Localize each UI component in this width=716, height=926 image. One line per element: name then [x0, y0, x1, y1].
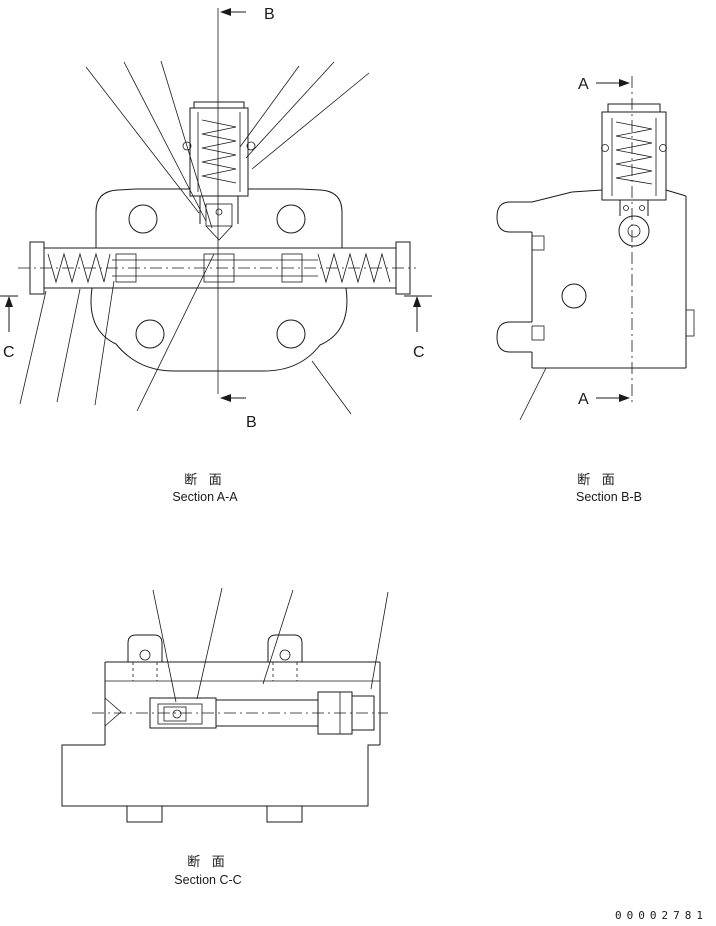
valve-eye-inner — [627, 224, 641, 238]
mount-ear-upper — [496, 201, 532, 233]
section-aa-caption-en: Section A-A — [172, 490, 238, 504]
section-bb-arrow-a-bottom — [596, 394, 630, 402]
cut-label-c-right: C — [413, 344, 425, 361]
section-bb-caption-cjk: 断 面 — [577, 472, 619, 487]
section-aa-leaders-upper — [85, 60, 370, 229]
mount-ear-lower — [496, 321, 532, 353]
cut-label-b-bottom: B — [246, 414, 257, 431]
top-lug-right — [267, 634, 303, 662]
top-lug-left — [127, 634, 163, 662]
section-aa-relief-valve — [182, 101, 256, 241]
section-aa-arrow-b-bottom — [220, 394, 246, 402]
section-aa-view: B — [0, 6, 432, 504]
cut-label-c-left: C — [3, 344, 15, 361]
part-number: 00002781 — [615, 909, 708, 922]
section-cc-spool — [92, 691, 388, 735]
bolt-hole — [128, 204, 158, 234]
section-aa-caption-cjk: 断 面 — [184, 472, 226, 487]
section-bb-body — [496, 189, 695, 421]
bolt-hole — [135, 319, 165, 349]
section-cc-caption-cjk: 断 面 — [187, 854, 229, 869]
section-aa-arrow-b-top — [220, 8, 246, 16]
cut-label-a-top: A — [578, 76, 589, 93]
section-aa-arrow-c-left — [0, 295, 18, 332]
section-aa-arrow-c-right — [404, 295, 432, 332]
bolt-hole — [276, 319, 306, 349]
port-hole — [561, 283, 587, 309]
section-bb-arrow-a-top — [596, 79, 630, 87]
section-aa-body — [90, 188, 348, 372]
valve-spring-coil — [615, 121, 653, 185]
valve-spring-coil — [201, 119, 237, 184]
valve-eye-outer — [618, 215, 650, 247]
section-aa-leaders-lower — [19, 253, 352, 415]
cut-label-b-top: B — [264, 6, 275, 23]
cut-label-a-bottom: A — [578, 391, 589, 408]
foot-right — [266, 805, 303, 823]
section-bb-relief-valve — [601, 103, 667, 247]
section-aa-spool — [18, 241, 416, 295]
spool-spring-left — [47, 252, 111, 284]
section-cc-view: 断 面 Section C-C — [61, 587, 389, 887]
section-bb-leader — [519, 367, 547, 421]
bolt-hole — [276, 204, 306, 234]
section-cc-leaders — [152, 587, 389, 703]
section-cc-caption-en: Section C-C — [174, 873, 241, 887]
section-bb-view: A A — [496, 76, 695, 504]
section-cc-body — [61, 634, 381, 823]
section-bb-caption-en: Section B-B — [576, 490, 642, 504]
foot-left — [126, 805, 163, 823]
